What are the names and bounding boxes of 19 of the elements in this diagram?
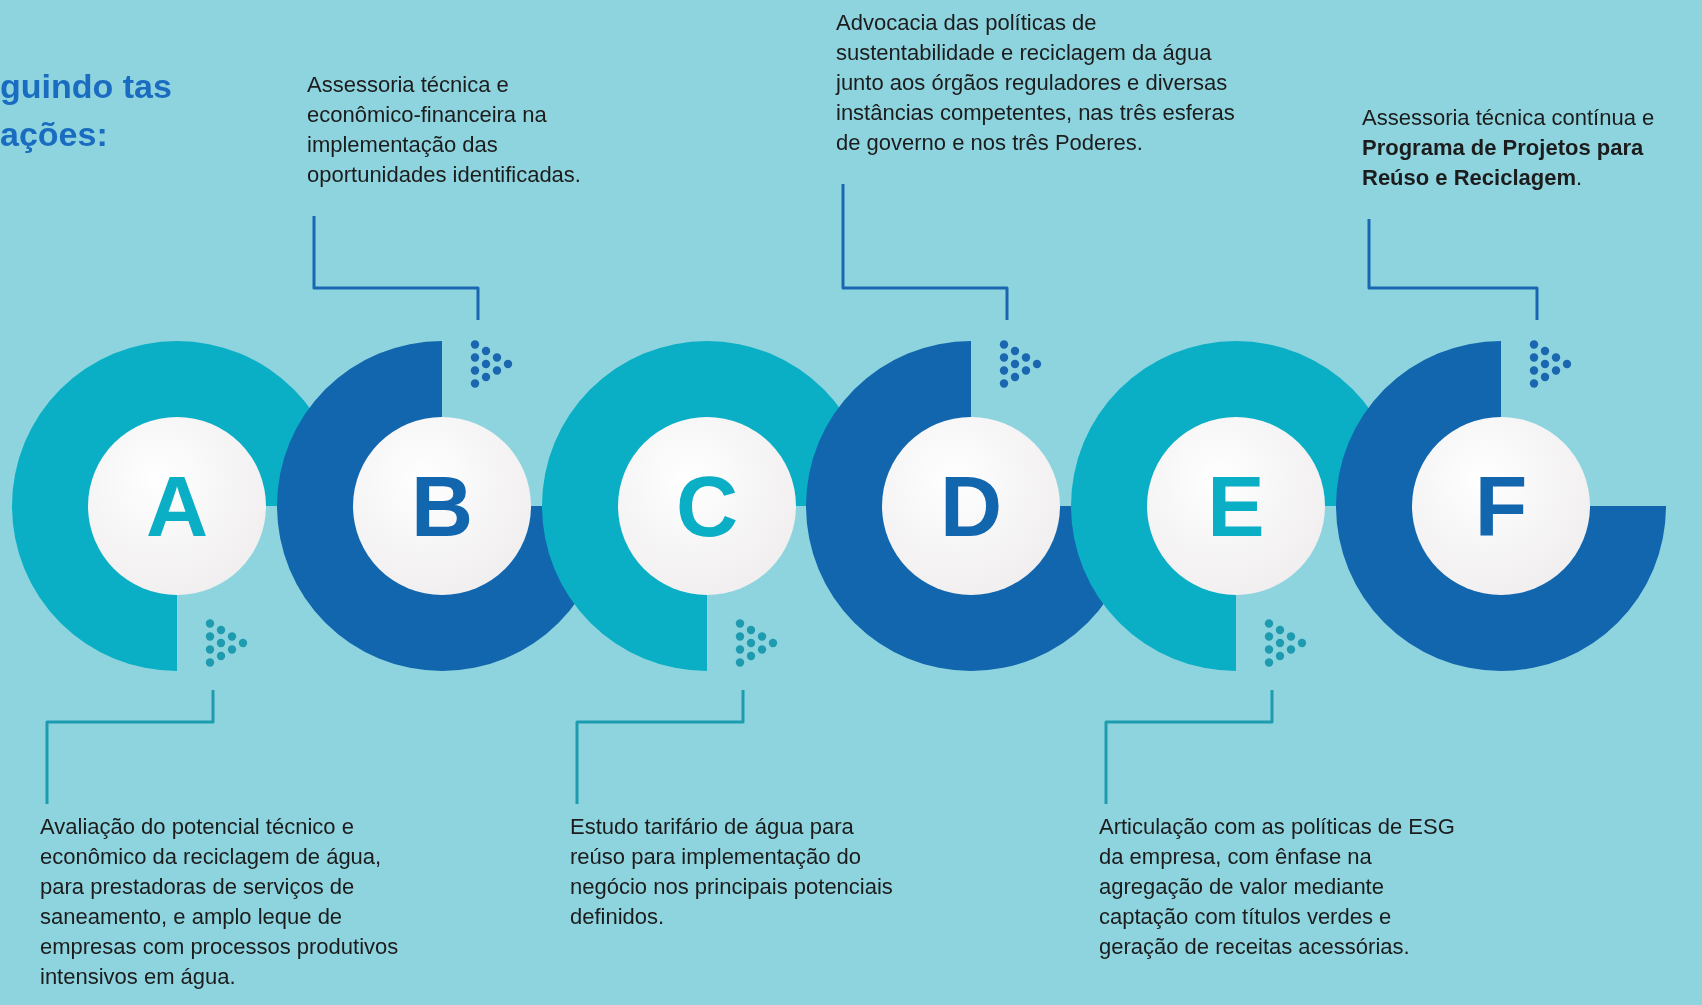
leader-line [1367, 219, 1572, 388]
description-text: Assessoria técnica e econômico-financeira na implementação das oportunidades identificadas. [307, 70, 607, 190]
description-text: Estudo tarifário de água para reúso para implementação do negócio nos principais potenciais definidos. [570, 812, 910, 932]
description-text: Assessoria técnica contínua e Programa de Projetos para Reúso e Reciclagem. [1362, 103, 1697, 193]
leader-line [575, 619, 778, 804]
step-letter: F [1474, 463, 1528, 549]
step-letter: B [410, 463, 474, 549]
leader-line [841, 184, 1042, 388]
step-letter: E [1207, 463, 1265, 549]
description-text: Advocacia das políticas de sustentabilidade e reciclagem da água junto aos órgãos reguladores e diversas instâncias competentes, nas três esferas de governo e nos três Poderes. [836, 8, 1236, 158]
leader-line [45, 619, 248, 804]
heading: guindo tas ações: [0, 66, 173, 155]
description-text: Avaliação do potencial técnico e econômico da reciclagem de água, para prestadoras de serviços de saneamento, e amplo leque de empresas com processos produtivos intensivos em água. [40, 812, 430, 992]
leader-line [312, 216, 513, 388]
step-letter: A [145, 463, 209, 549]
leader-line [1104, 619, 1307, 804]
description-text: Articulação com as políticas de ESG da empresa, com ênfase na agregação de valor mediante captação com títulos verdes e geração de receitas acessórias. [1099, 812, 1469, 962]
step-letter: D [939, 463, 1003, 549]
step-letter: C [675, 463, 739, 549]
